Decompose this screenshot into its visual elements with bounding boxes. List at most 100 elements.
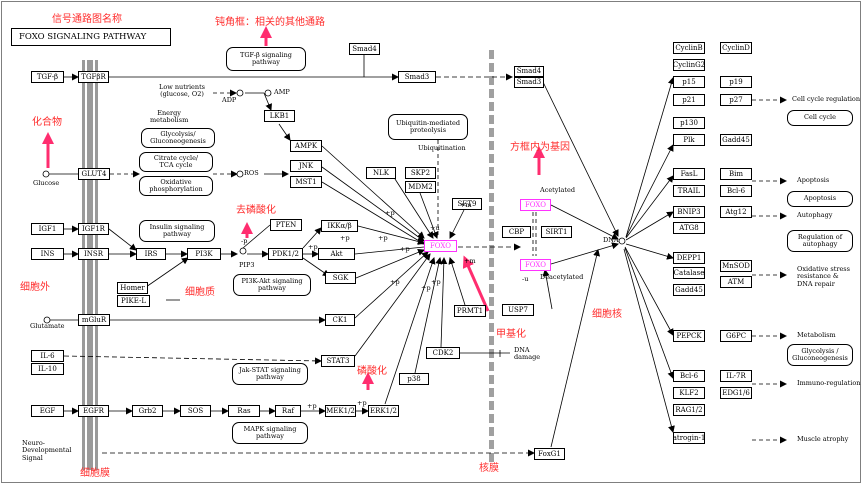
gene-mek12: MEK1/2 xyxy=(325,405,356,417)
gene-p21: p21 xyxy=(673,94,705,106)
pathway-regulation-of-autophagy[interactable]: Regulation of autophagy xyxy=(787,230,853,252)
gene-il10: IL-10 xyxy=(31,363,64,375)
gene-foxo-acetylated: FOXO xyxy=(520,199,551,211)
annotation-cytoplasm: 细胞质 xyxy=(185,287,215,298)
gene-il6: IL-6 xyxy=(31,350,64,362)
outcome-immuno-regulation: Immuno-regulation xyxy=(797,379,861,387)
outcome-oxidative-stress: Oxidative stress resistance & DNA repair xyxy=(797,265,850,288)
gene-igf1: IGF1 xyxy=(31,223,64,235)
gene-ampk: AMPK xyxy=(290,140,322,152)
gene-homer: Homer xyxy=(117,282,148,294)
gene-edg1-6: EDG1/6 xyxy=(720,387,752,399)
gene-pepck: PEPCK xyxy=(673,330,705,342)
gene-egf: EGF xyxy=(31,405,64,417)
annotation-extracellular: 细胞外 xyxy=(20,282,50,293)
gene-p15: p15 xyxy=(673,76,705,88)
gene-fasl: FasL xyxy=(673,168,705,180)
dna-label: DNA xyxy=(603,236,619,244)
gene-jnk: JNK xyxy=(290,160,322,172)
annotation-nucleus: 细胞核 xyxy=(592,309,622,320)
gene-foxg1: FoxG1 xyxy=(534,448,565,460)
gene-pike-l: PIKE-L xyxy=(117,295,150,307)
annotation-phosphorylation: 磷酸化 xyxy=(357,366,387,377)
ubiquitination-label: Ubiquitination xyxy=(418,144,466,152)
annotation-rounded-box: 钝角框：相关的其他通路 xyxy=(215,17,325,28)
mod-p: +p xyxy=(307,402,317,410)
gene-ikkab: IKKα/β xyxy=(321,220,358,232)
mod-u: +u xyxy=(430,224,440,232)
gene-erk12: ERK1/2 xyxy=(368,405,399,417)
gene-foxo-deacetylated: FOXO xyxy=(520,259,551,271)
deacetylated-label: Deacetylated xyxy=(540,273,584,281)
compound-adp: ADP xyxy=(222,96,237,104)
annotation-compound: 化合物 xyxy=(32,117,62,128)
pathway-pi3k-akt[interactable]: PI3K-Akt signaling pathway xyxy=(233,274,311,296)
gene-smad3-nuc: Smad3 xyxy=(514,77,544,88)
gene-sirt1: SIRT1 xyxy=(541,226,572,238)
gene-cyclin-g2: CyclinG2 xyxy=(673,59,705,71)
gene-gadd45-b: Gadd45 xyxy=(673,284,705,296)
gene-atg12: Atg12 xyxy=(720,206,752,218)
acetylated-label: Acetylated xyxy=(540,186,576,194)
pathway-glycolysis-right[interactable]: Glycolysis / Gluconeogenesis xyxy=(787,344,853,366)
pathway-jak-stat[interactable]: Jak-STAT signaling pathway xyxy=(232,363,308,385)
pathway-insulin-signaling[interactable]: Insulin signaling pathway xyxy=(139,220,215,242)
compound-pip3: PIP3 xyxy=(239,261,255,269)
gene-tgfb: TGF-β xyxy=(31,71,64,83)
gene-tgfbr: TGFβR xyxy=(78,71,109,83)
pathway-mapk[interactable]: MAPK signaling pathway xyxy=(232,422,308,444)
mod-p: +p xyxy=(421,284,431,292)
mod-minus-u: -u xyxy=(522,275,529,283)
pathway-title: FOXO SIGNALING PATHWAY xyxy=(11,28,171,46)
gene-p19: p19 xyxy=(720,76,752,88)
gene-usp7: USP7 xyxy=(502,304,534,316)
compound-glucose: Glucose xyxy=(33,179,60,187)
gene-p130: p130 xyxy=(673,117,705,129)
pathway-apoptosis[interactable]: Apoptosis xyxy=(787,191,853,207)
mod-p: +p xyxy=(431,278,441,286)
gene-smad4-cyto: Smad4 xyxy=(349,43,380,55)
outcome-autophagy: Autophagy xyxy=(797,211,833,219)
pathway-ubiquitin-proteolysis[interactable]: Ubiquitin-mediated proteolysis xyxy=(388,114,468,140)
gene-bcl6-b: Bcl-6 xyxy=(673,370,705,382)
gene-egfr: EGFR xyxy=(78,405,109,417)
mod-m: +m xyxy=(460,201,472,209)
mod-p: +p xyxy=(378,234,388,242)
mod-p: +p xyxy=(357,399,367,407)
nuclear-membrane xyxy=(489,50,494,465)
gene-akt: Akt xyxy=(318,248,355,260)
gene-foxo-main: FOXO xyxy=(424,240,457,252)
gene-ras: Ras xyxy=(228,405,260,417)
gene-insr: INSR xyxy=(78,248,109,260)
compound-glutamate: Glutamate xyxy=(30,322,65,330)
compound-ros: ROS xyxy=(244,169,259,177)
pathway-tgfb-signaling[interactable]: TGF-β signaling pathway xyxy=(226,47,306,71)
gene-cbp: CBP xyxy=(502,226,531,238)
gene-trail: TRAIL xyxy=(673,185,705,197)
gene-ins: INS xyxy=(31,248,64,260)
mod-minus-p: -p xyxy=(241,237,248,245)
pathway-citrate-cycle[interactable]: Citrate cycle/ TCA cycle xyxy=(139,152,213,172)
pathway-oxidative-phosphorylation[interactable]: Oxidative phosphorylation xyxy=(139,176,213,196)
gene-mdm2: MDM2 xyxy=(405,181,436,193)
gene-raf: Raf xyxy=(275,405,301,417)
gene-sgk: SGK xyxy=(325,272,356,284)
mod-p: +p xyxy=(308,243,318,251)
outcome-metabolism: Metabolism xyxy=(797,331,836,339)
gene-p38: p38 xyxy=(399,373,429,385)
gene-stat3: STAT3 xyxy=(321,355,355,367)
gene-smad3-cyto: Smad3 xyxy=(398,71,436,83)
annotation-dephosphorylation: 去磷酸化 xyxy=(236,205,276,216)
outcome-cell-cycle-regulation: Cell cycle regulation xyxy=(792,95,861,103)
gene-pten: PTEN xyxy=(270,219,302,231)
mod-p: +p xyxy=(340,234,350,242)
gene-nlk: NLK xyxy=(366,167,396,179)
pathway-glycolysis[interactable]: Glycolysis/ Gluconeogenesis xyxy=(141,128,215,148)
mod-m: +m xyxy=(464,257,476,265)
gene-prmt1: PRMT1 xyxy=(454,305,486,317)
pathway-cell-cycle[interactable]: Cell cycle xyxy=(787,110,853,126)
mod-p: +p xyxy=(390,278,400,286)
gene-cdk2: CDK2 xyxy=(426,347,460,359)
